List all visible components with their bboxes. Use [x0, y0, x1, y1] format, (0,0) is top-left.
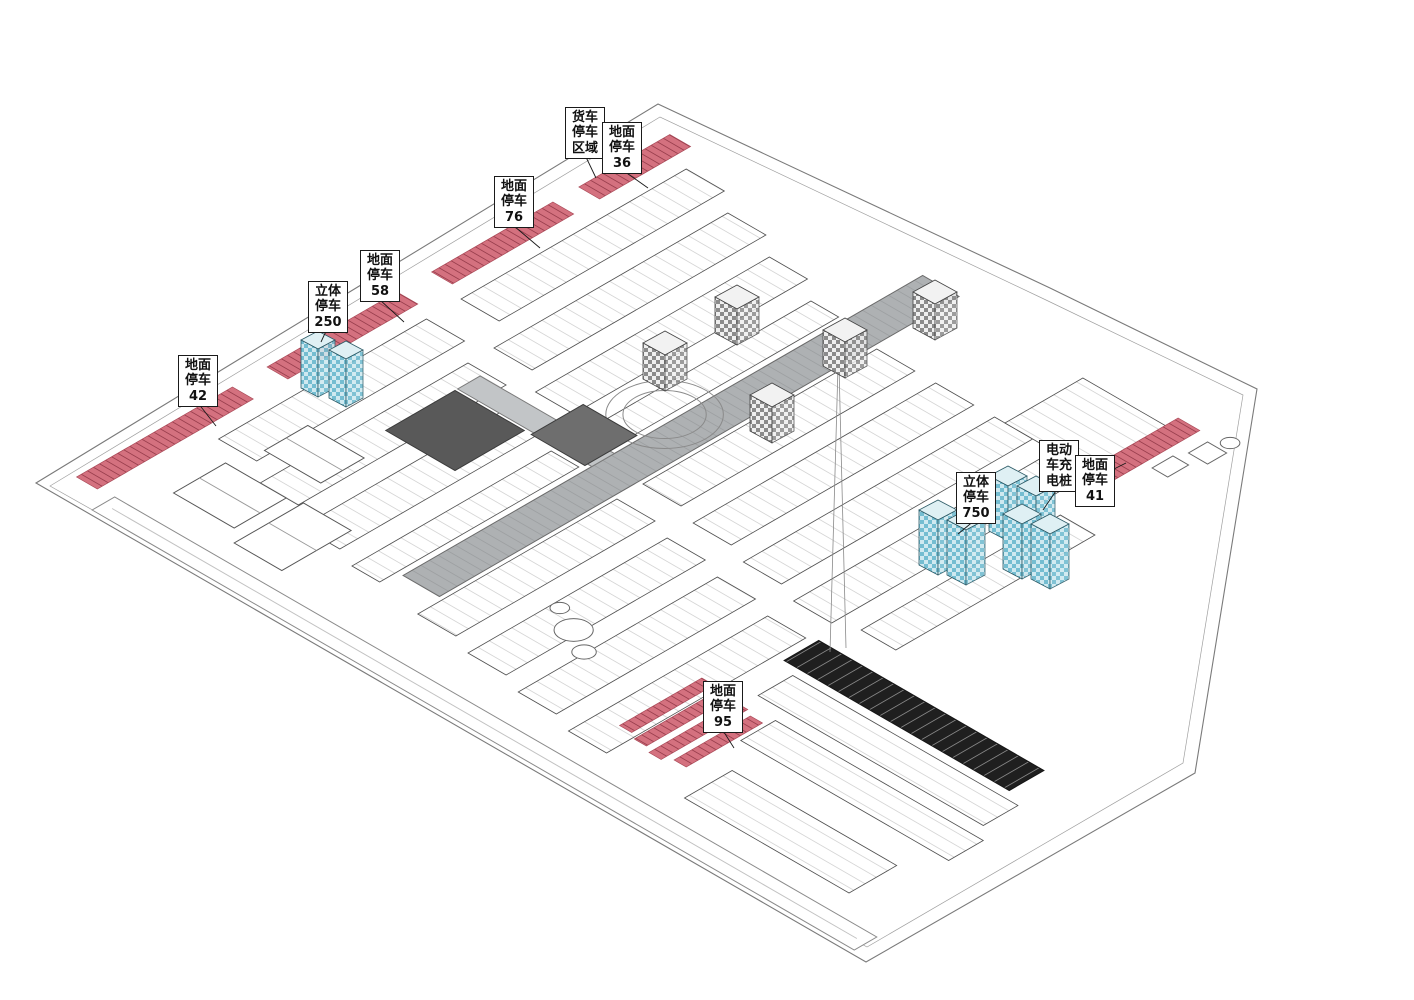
workshop-buildings	[161, 421, 421, 571]
site-plan-iso	[56, 123, 1414, 950]
site-boundary	[34, 103, 1258, 963]
label-truck-parking-area: 货车 停车 区域	[565, 107, 605, 159]
label-stacked-parking-750: 立体 停车 750	[956, 472, 996, 524]
label-surface-parking-76: 地面 停车 76	[494, 176, 534, 228]
dark-shed-building	[784, 641, 1044, 791]
label-surface-parking-42: 地面 停车 42	[178, 355, 218, 407]
stacked-parking-towers-250	[300, 330, 364, 408]
label-surface-parking-58: 地面 停车 58	[360, 250, 400, 302]
label-stacked-parking-250: 立体 停车 250	[308, 281, 348, 333]
service-road	[92, 497, 877, 950]
storage-tanks	[518, 600, 625, 662]
stacked-parking-towers-750	[918, 465, 1070, 590]
label-surface-parking-95: 地面 停车 95	[703, 681, 743, 733]
utility-structures	[1152, 429, 1244, 482]
canopy-structures	[386, 361, 637, 506]
crane-mast	[829, 365, 847, 653]
label-surface-parking-41: 地面 停车 41	[1075, 455, 1115, 507]
checkered-towers	[642, 279, 958, 444]
label-surface-parking-36: 地面 停车 36	[602, 122, 642, 174]
label-ev-charging-piles: 电动 车充 电桩	[1039, 440, 1079, 492]
